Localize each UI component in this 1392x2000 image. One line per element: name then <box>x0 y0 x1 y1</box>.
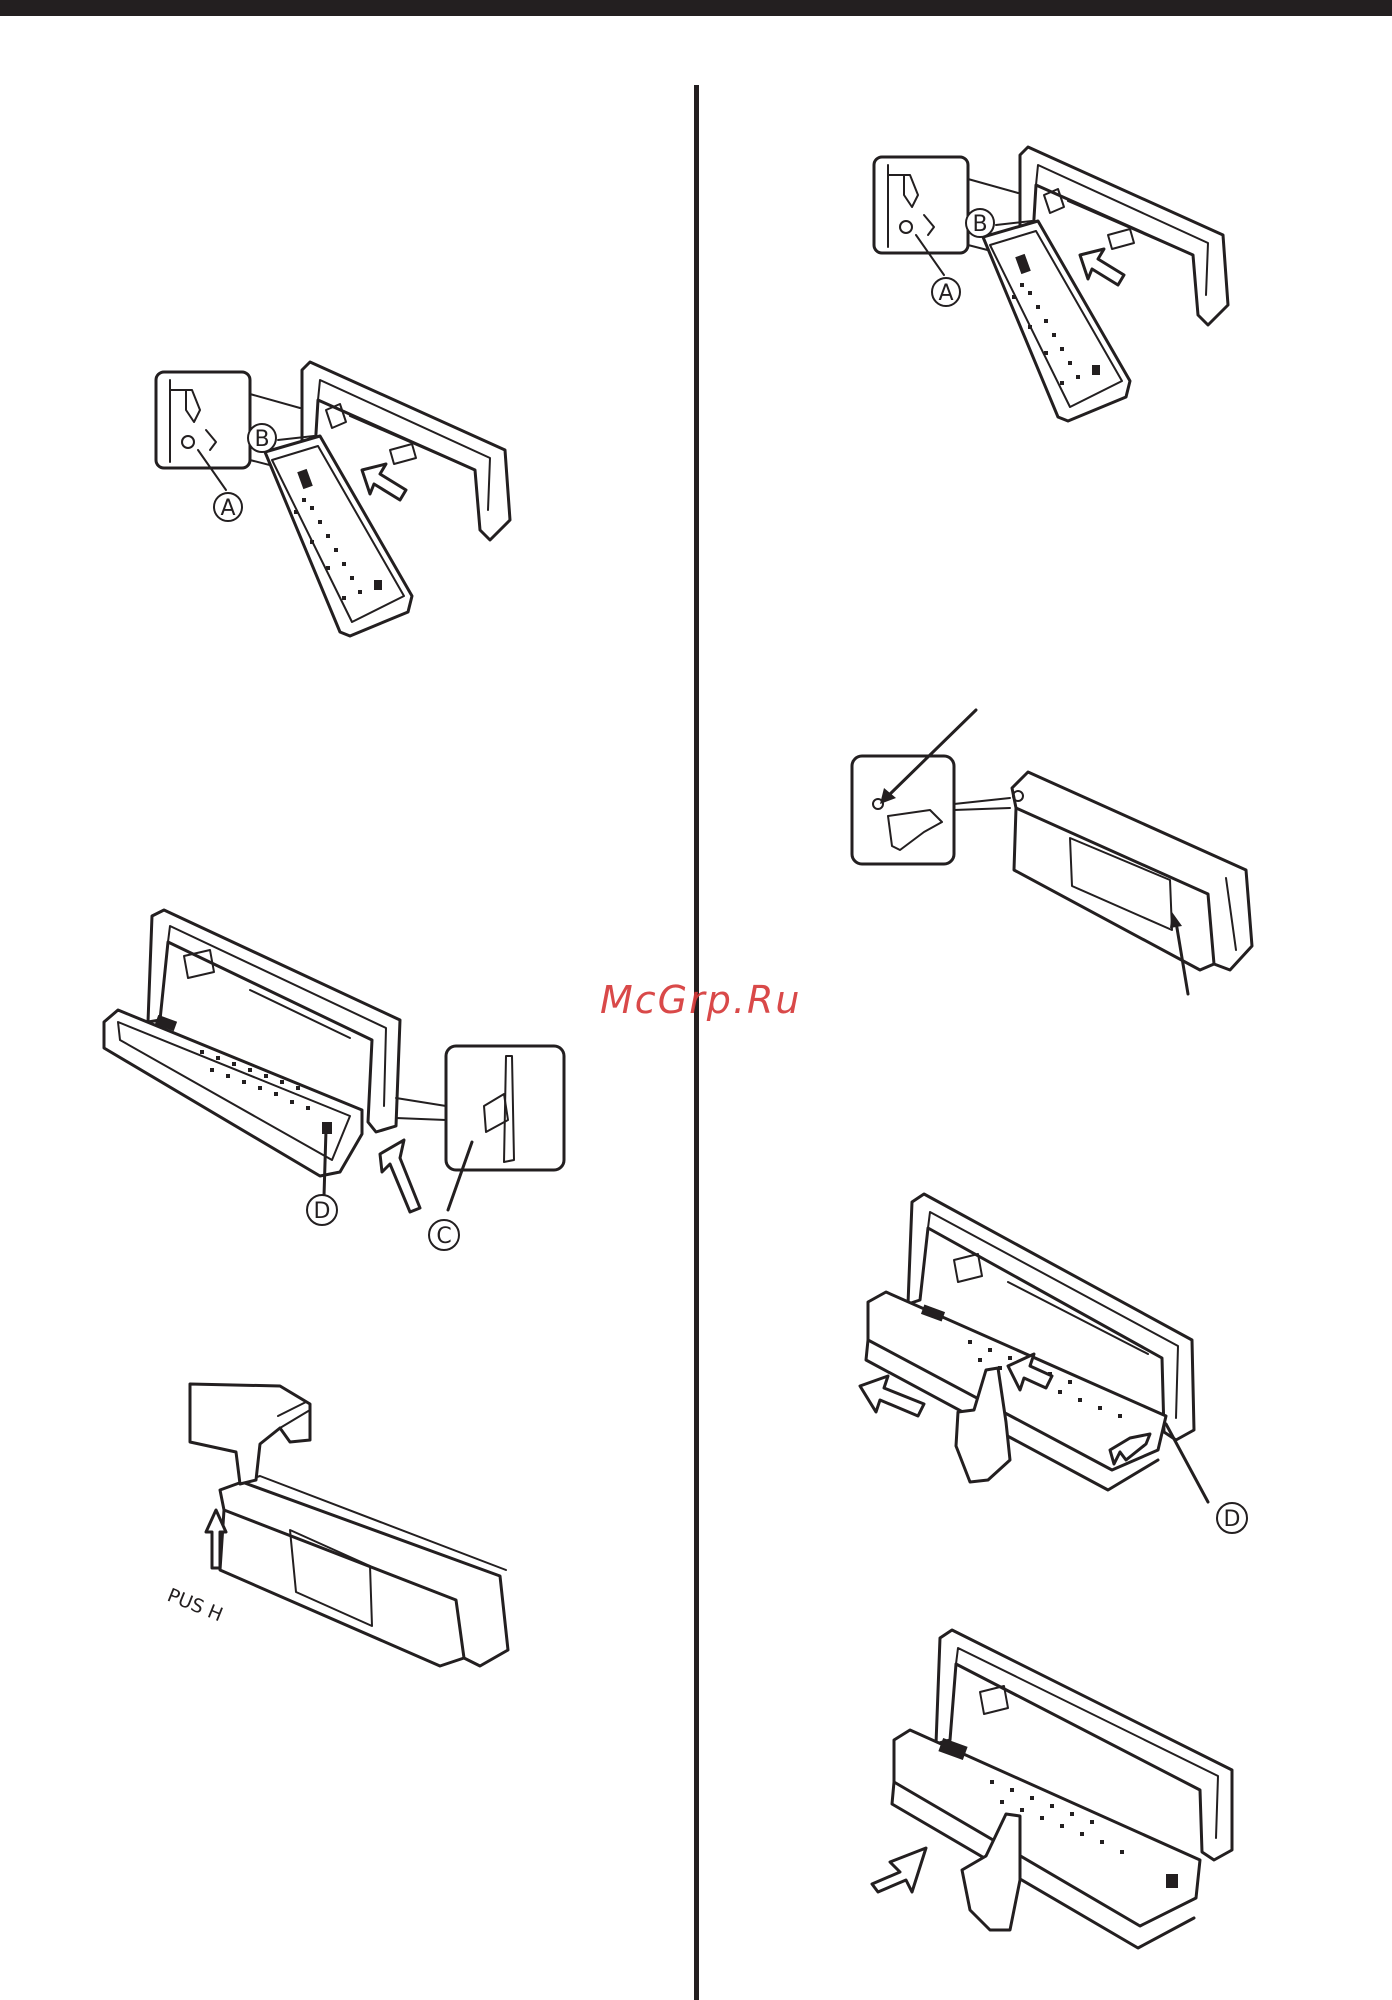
label-a-right: A <box>938 281 953 306</box>
figure-attach-right: A B <box>868 135 1248 435</box>
label-d-right: D <box>1224 1507 1241 1532</box>
hand-shape <box>190 1384 310 1484</box>
watermark: McGrp.Ru <box>600 978 801 1022</box>
label-b: B <box>254 427 269 452</box>
figure-attach-left: A B <box>150 350 530 650</box>
label-d: D <box>314 1199 331 1224</box>
label-a: A <box>220 496 235 521</box>
column-divider <box>694 85 699 2000</box>
top-bar <box>0 0 1392 16</box>
figure-lock-left: D C <box>100 910 570 1260</box>
figure-push-left: PUS H <box>160 1380 520 1670</box>
label-b-right: B <box>972 212 987 237</box>
push-label: PUS H <box>164 1584 226 1626</box>
label-c: C <box>436 1224 451 1249</box>
figure-pull-right <box>870 1630 1240 1970</box>
insert-arrow <box>362 464 406 500</box>
figure-release-right <box>850 700 1270 1000</box>
figure-remove-right: D <box>858 1190 1258 1550</box>
